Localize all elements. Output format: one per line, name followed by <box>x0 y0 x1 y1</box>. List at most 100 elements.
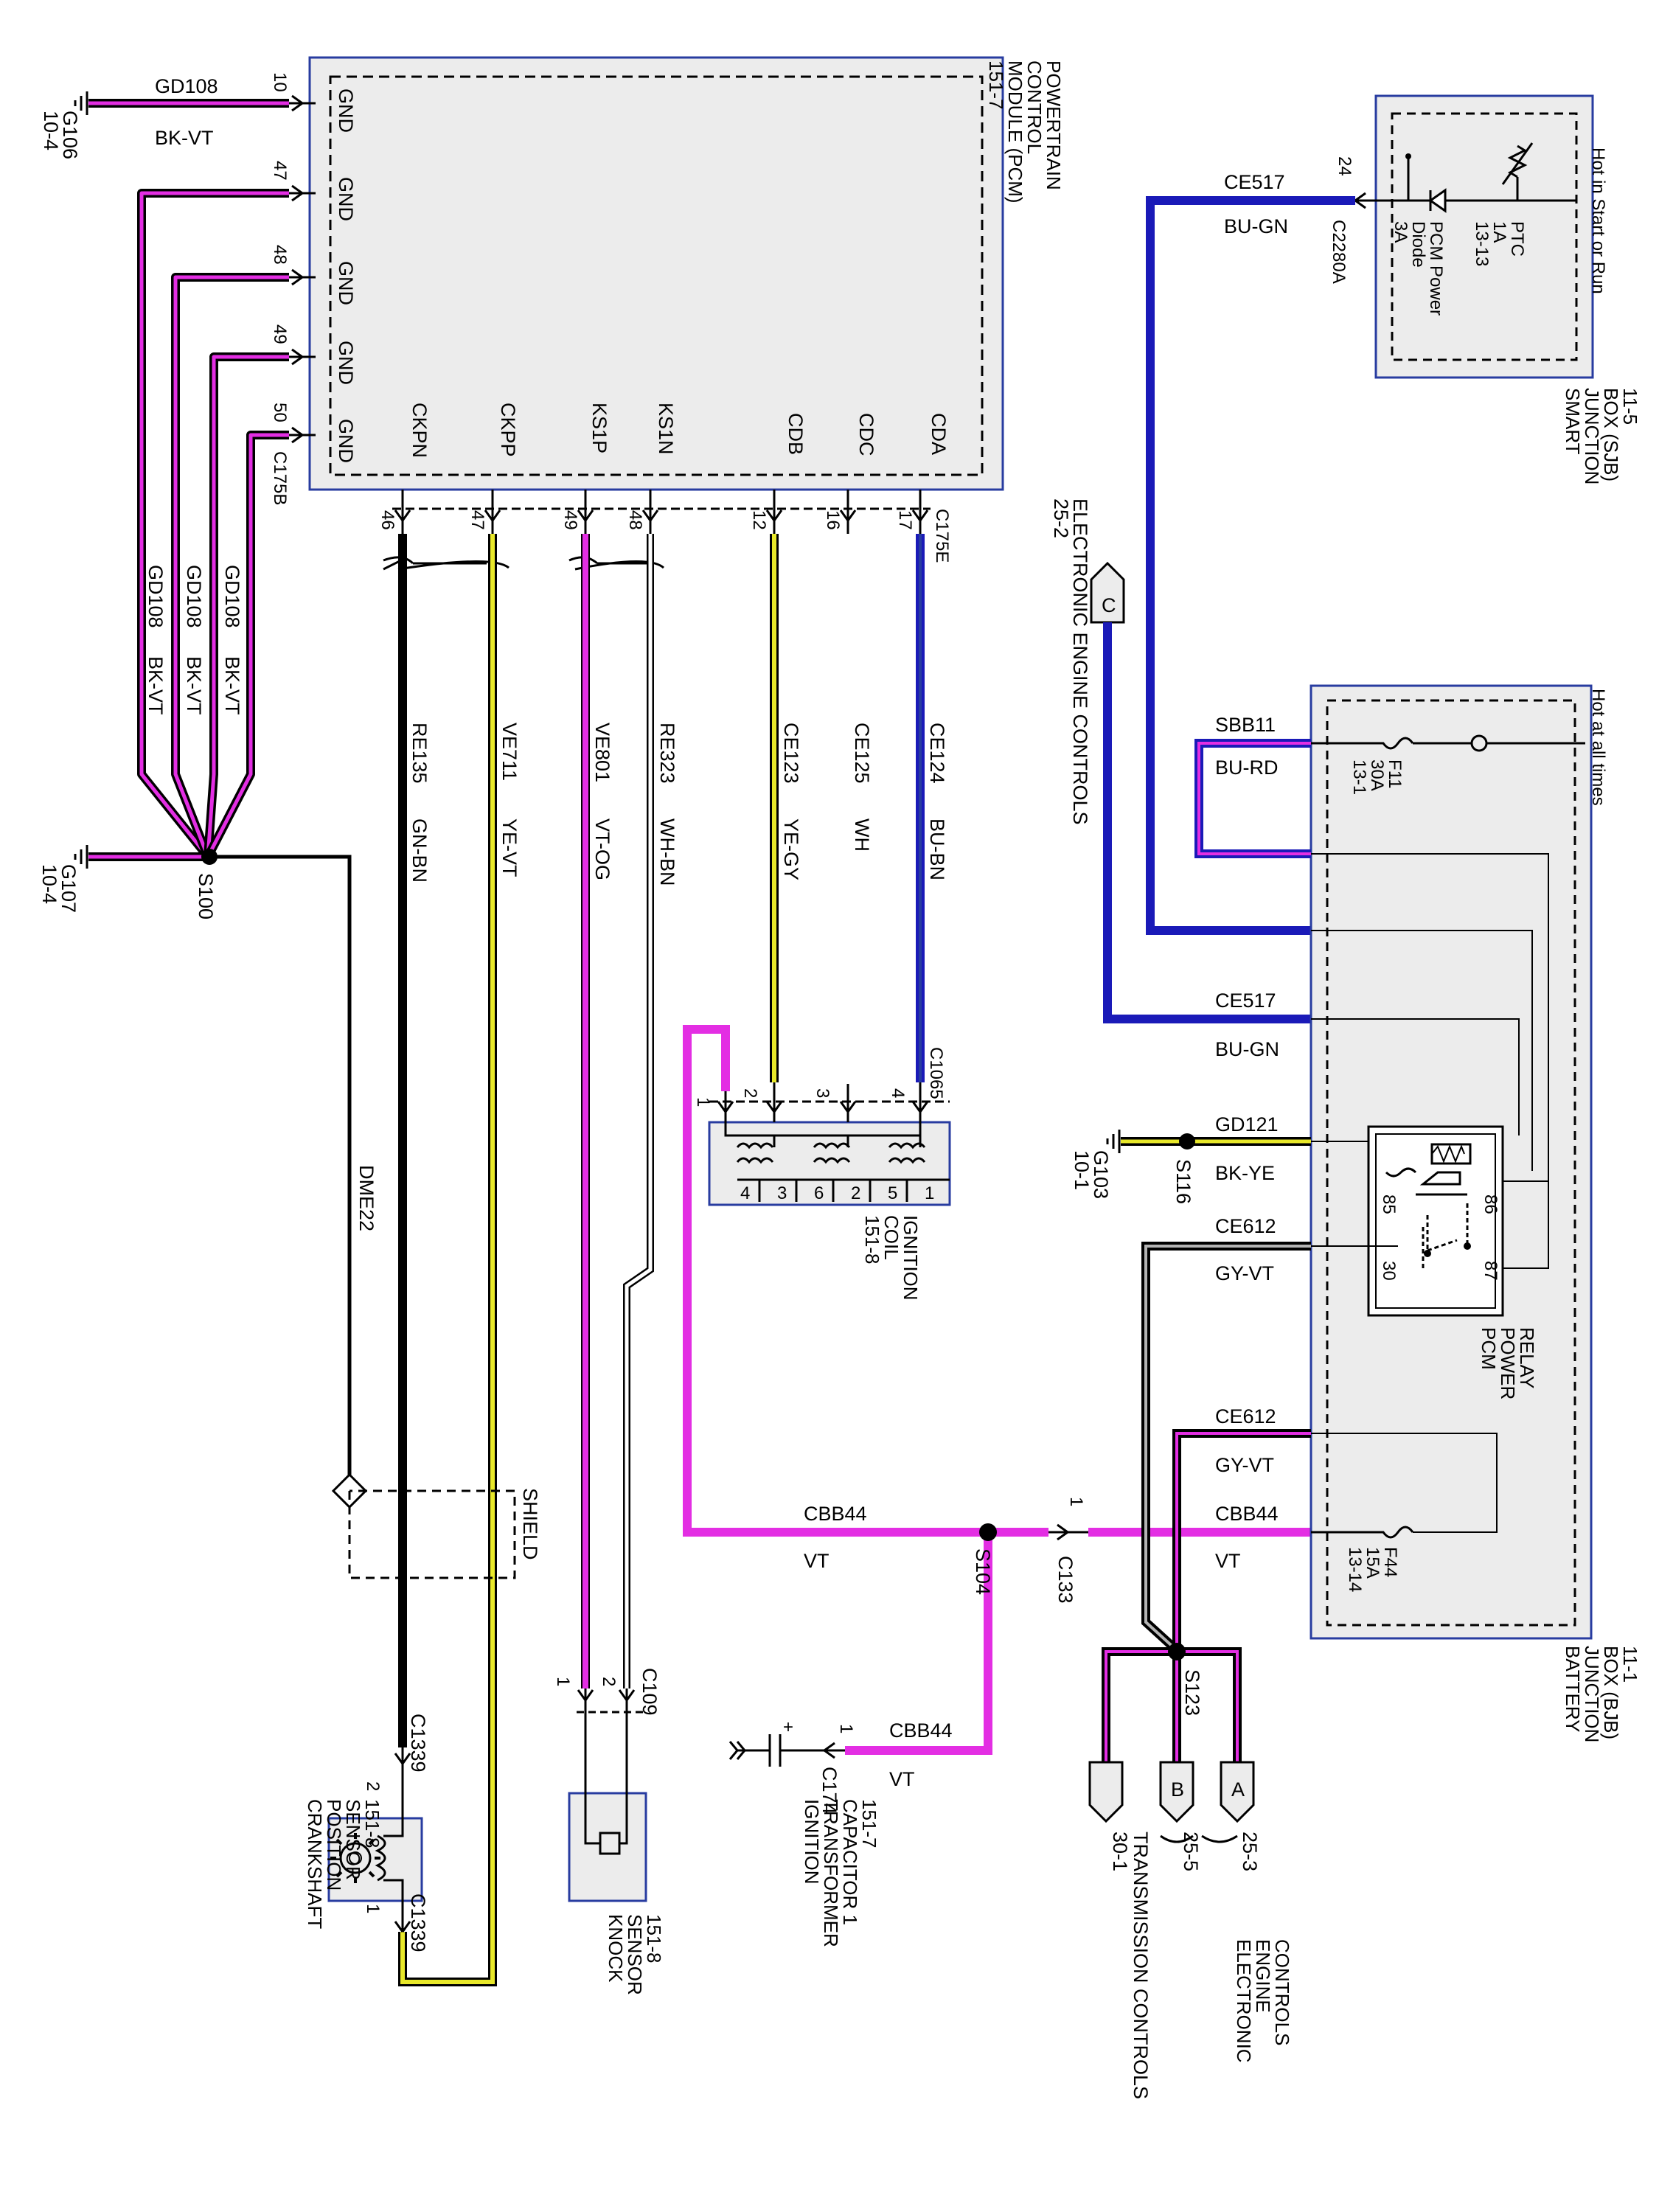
pin-num-16: 16 <box>823 510 843 530</box>
ce517-sjb-wire <box>1146 196 1355 935</box>
label-gd108-top: GD108 <box>155 75 218 97</box>
label-ce612-b: CE612 <box>1215 1405 1276 1427</box>
ks-pin-2: 2 <box>599 1677 619 1686</box>
f44-label-1: F44 <box>1380 1547 1400 1577</box>
cap-title-3: CAPACITOR 1 <box>839 1799 861 1925</box>
eec-ref-flag: C 25-2 ELECTRONIC ENGINE CONTROLS <box>1050 498 1311 1023</box>
c174-pin: 1 <box>836 1724 856 1733</box>
ks-pin-1: 1 <box>553 1677 573 1686</box>
label-sbb11: SBB11 <box>1215 714 1276 736</box>
pcm-title-4: 151-7 <box>985 60 1007 110</box>
crank-title-2: POSITION <box>323 1799 345 1891</box>
capacitor-plus: + <box>783 1717 793 1737</box>
pin-arrow-16 <box>839 490 857 534</box>
g106-name: G106 <box>59 111 81 159</box>
capacitor-arrow <box>810 1742 845 1759</box>
coil-pin-arrow-4 <box>911 1082 929 1122</box>
eec-ref-label: ELECTRONIC ENGINE CONTROLS <box>1069 498 1091 825</box>
ptc-label-1: PTC <box>1507 221 1527 257</box>
sjb-inner-border <box>1391 112 1578 361</box>
label-cbb44-cap-color: VT <box>889 1768 915 1790</box>
label-ce124: CE124 <box>926 723 948 784</box>
coil-title-1: IGNITION <box>900 1215 922 1301</box>
label-bugn-bjb: BU-GN <box>1215 1038 1279 1060</box>
crank-title-3: SENSOR <box>342 1799 364 1880</box>
gnd-connector-c175b: C175B <box>270 451 290 505</box>
connector-c175e: C175E <box>932 509 952 563</box>
coil-winding-3 <box>888 1142 926 1164</box>
flag-b <box>1159 1761 1194 1823</box>
label-wh: WH <box>851 818 873 852</box>
gnd-label-10: GND <box>335 88 357 133</box>
diode-label-1: PCM Power <box>1426 221 1446 316</box>
label-vt-bjb: VT <box>1215 1550 1241 1572</box>
pin-label-ckpp: CKPP <box>497 403 519 457</box>
sjb-title-1: SMART <box>1562 388 1584 455</box>
gnd-label-48: GND <box>335 261 357 305</box>
gd-label-2a: GD108 <box>183 565 205 628</box>
label-cbb44-main-color: VT <box>804 1550 830 1572</box>
ks-title-3: 151-8 <box>643 1914 665 1964</box>
coil-pin-arrow-2 <box>765 1082 783 1122</box>
f44-label-2: 15A <box>1363 1547 1382 1579</box>
label-bugn-sjb: BU-GN <box>1224 215 1288 237</box>
gnd-pin-47: 47 <box>270 161 290 181</box>
cap-title-2: TRANSFORMER <box>820 1799 842 1947</box>
capacitor: + CBB44 VT 1 C174 IGNITION TRANSFORMER C… <box>728 1717 953 1947</box>
wire-dme22 <box>209 855 352 1475</box>
wire-ce612-upper <box>1141 1242 1311 1655</box>
ks-title-2: SENSOR <box>624 1914 646 1995</box>
sjb-title-2: JUNCTION <box>1581 388 1603 484</box>
ptc-label-2: 1A <box>1489 221 1509 243</box>
coil-winding-2 <box>813 1142 851 1164</box>
coil-top-pin-3: 3 <box>813 1088 832 1098</box>
ks-pin-arrow-1 <box>577 1688 594 1722</box>
eec-ref-num: 25-2 <box>1050 498 1072 538</box>
bjb-title-2: JUNCTION <box>1581 1646 1603 1742</box>
relay-title-1: PCM <box>1478 1327 1500 1370</box>
crank-pin-arrow-1 <box>394 1902 411 1933</box>
pin-label-cda: CDA <box>928 413 950 455</box>
wire-cbb44-main <box>683 1025 1048 1537</box>
label-cbb44-main: CBB44 <box>804 1503 867 1525</box>
gnd-pin-arrow-50 <box>289 426 316 444</box>
pin-arrow-12 <box>765 490 783 534</box>
label-bkye: BK-YE <box>1215 1162 1275 1184</box>
wire-out-a-stripe <box>1177 1650 1239 1762</box>
gnd-pin-arrow-10 <box>289 94 316 112</box>
pin-label-ks1n: KS1N <box>655 403 677 455</box>
flag-c-letter: C <box>1102 594 1116 616</box>
wire-ce612-upper-stripe <box>1144 1245 1311 1653</box>
pin-num-46: 46 <box>378 510 397 530</box>
ground-wires: GD108 BK-VT G106 10-4 G107 10-4 S100 <box>38 75 378 1509</box>
gnd-pin-50: 50 <box>270 403 290 422</box>
label-vtog: VT-OG <box>591 818 613 880</box>
c1339-bottom: C1339 <box>407 1893 429 1952</box>
f11-label-1: F11 <box>1385 759 1405 789</box>
g106-ref: 10-4 <box>40 111 62 150</box>
sjb-hot-label: Hot in Start or Run <box>1588 147 1608 294</box>
relay-title-3: RELAY <box>1516 1327 1538 1388</box>
coil-inner-pin-5: 5 <box>888 1183 897 1203</box>
f44-label-3: 13-14 <box>1345 1547 1365 1592</box>
gnd-pin-48: 48 <box>270 245 290 265</box>
flag-c-shape <box>1090 561 1125 624</box>
s104-label: S104 <box>972 1548 994 1595</box>
sjb-internal-wiring <box>1355 156 1576 202</box>
flag-b-letter: B <box>1171 1778 1184 1801</box>
label-ve711: VE711 <box>498 723 521 781</box>
coil-top-pin-4: 4 <box>888 1088 908 1098</box>
crank-pin-arrow-2 <box>394 1747 411 1778</box>
pin-arrow-49b <box>577 490 594 534</box>
ks-title-1: KNOCK <box>605 1914 627 1983</box>
pcm-inner-border <box>329 75 984 476</box>
pin-arrow-48b <box>641 490 659 534</box>
wire-labels: RE135 GN-BN VE711 YE-VT VE801 VT-OG RE32… <box>408 723 948 886</box>
shield-box: SHIELD <box>348 1488 541 1579</box>
label-ve801: VE801 <box>591 723 613 782</box>
ignition-coil: 4 3 6 2 5 1 1 2 3 4 C1065 IGNITION COIL … <box>693 1047 951 1301</box>
crank-gear-icon <box>339 1842 372 1874</box>
gd-label-2b: BK-VT <box>183 656 205 715</box>
label-re135: RE135 <box>408 723 431 784</box>
